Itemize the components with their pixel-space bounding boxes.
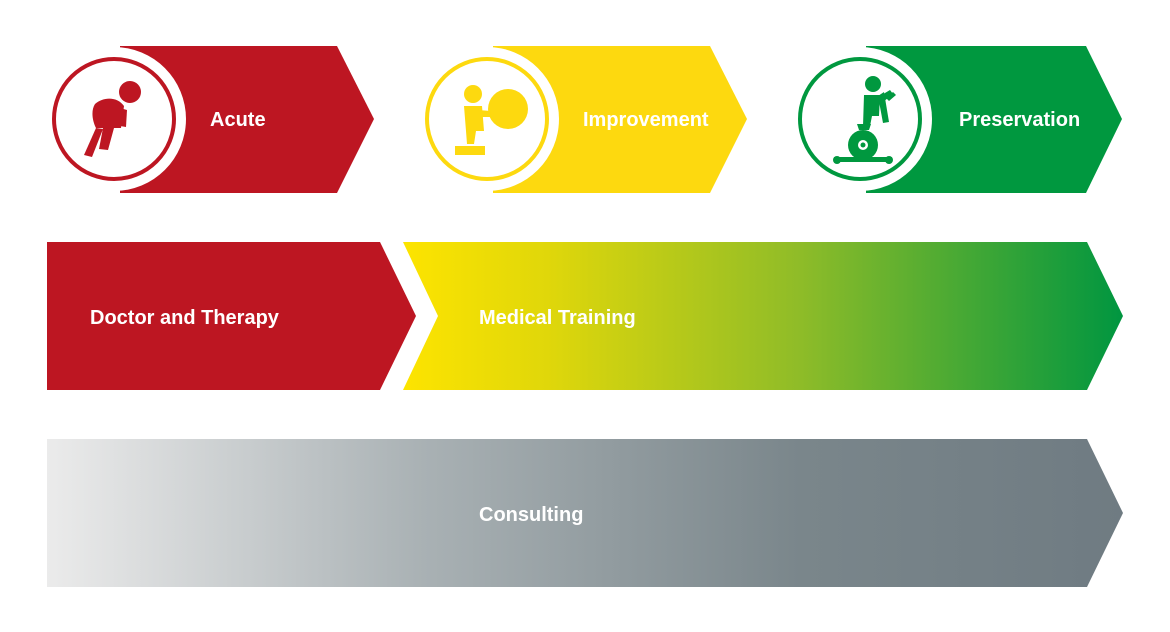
service-consulting: Consulting	[47, 439, 1123, 587]
phase-improvement-label: Improvement	[583, 109, 709, 131]
phase-acute-label: Acute	[210, 109, 266, 131]
medical-training-arrow	[403, 242, 1123, 390]
phase-improvement-badge-ring	[425, 57, 549, 181]
phase-improvement: Improvement	[415, 46, 747, 193]
phase-preservation-badge-ring	[798, 57, 922, 181]
phase-preservation: Preservation	[788, 46, 1122, 193]
phase-preservation-arrow	[866, 46, 1122, 193]
doctor-therapy-arrow	[47, 242, 416, 390]
phase-acute-arrow	[120, 46, 374, 193]
doctor-therapy-label: Doctor and Therapy	[90, 307, 280, 329]
person-with-exercise-ball-icon	[455, 85, 528, 155]
person-on-exercise-bike-icon	[833, 76, 896, 164]
service-medical-training: Medical Training	[403, 242, 1123, 390]
phase-preservation-label: Preservation	[959, 109, 1080, 131]
hunched-person-icon	[84, 81, 141, 157]
consulting-label: Consulting	[479, 504, 583, 526]
consulting-arrow	[47, 439, 1123, 587]
phase-improvement-arrow	[493, 46, 747, 193]
medical-training-label: Medical Training	[479, 307, 636, 329]
phase-acute: Acute	[42, 46, 374, 193]
service-doctor-therapy: Doctor and Therapy	[47, 242, 416, 390]
